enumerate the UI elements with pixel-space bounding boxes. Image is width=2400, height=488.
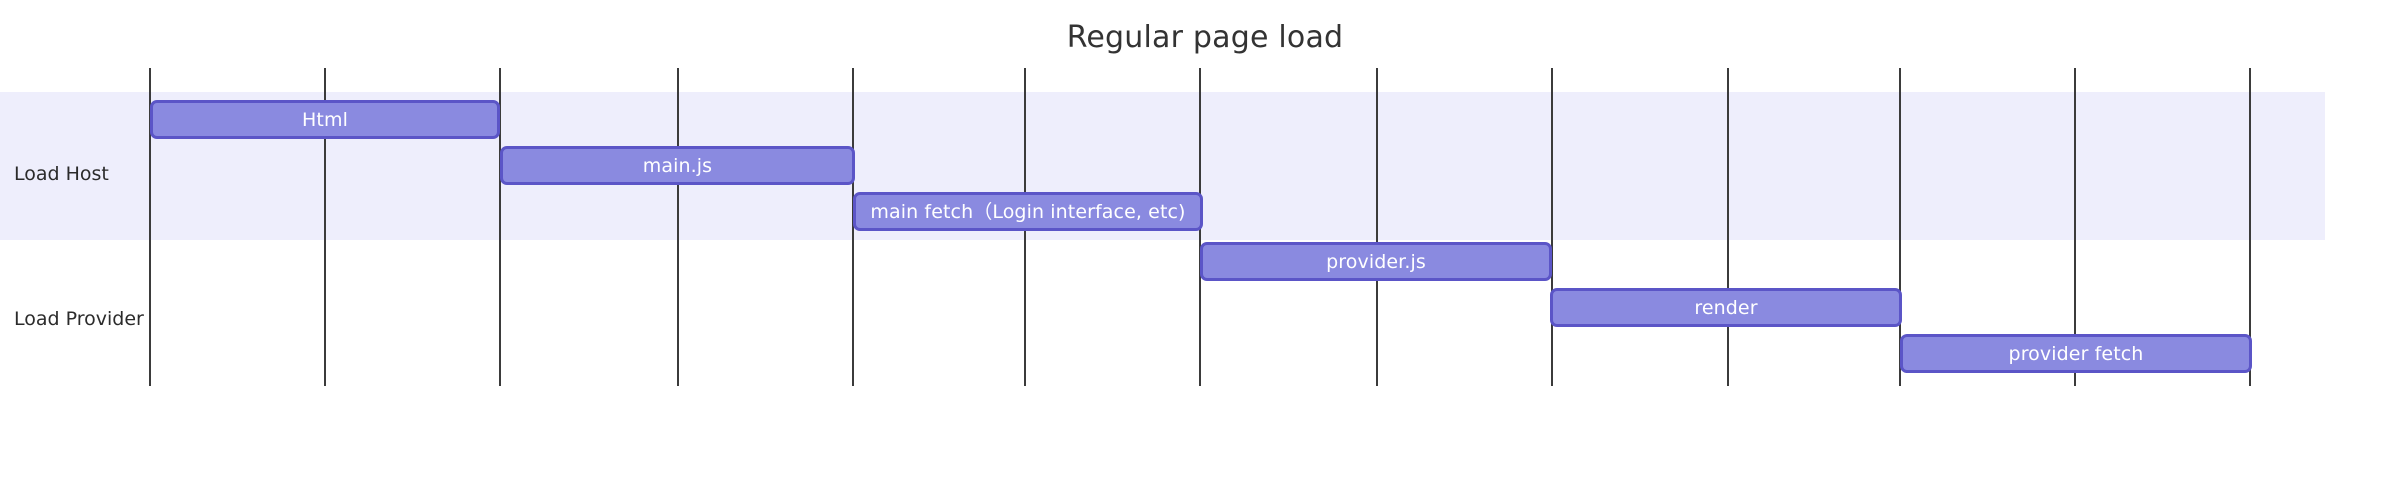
task-bar-label: main.js xyxy=(642,154,713,177)
task-bar-label: provider fetch xyxy=(2008,342,2144,365)
task-bar[interactable]: main.js xyxy=(500,146,855,185)
task-bar-label: provider.js xyxy=(1326,250,1426,273)
task-bar[interactable]: Html xyxy=(150,100,500,139)
section-label-load-host: Load Host xyxy=(14,163,109,185)
task-bar[interactable]: provider fetch xyxy=(1900,334,2252,373)
task-bar-label: Html xyxy=(302,108,348,131)
task-bar[interactable]: provider.js xyxy=(1200,242,1552,281)
chart-title: Regular page load xyxy=(1066,20,1344,55)
task-bar[interactable]: main fetch（Login interface, etc) xyxy=(853,192,1203,231)
task-bar[interactable]: render xyxy=(1550,288,1902,327)
task-bar-label: main fetch（Login interface, etc) xyxy=(870,200,1186,223)
section-label-load-provider: Load Provider xyxy=(14,308,144,330)
task-bar-label: render xyxy=(1694,296,1758,319)
